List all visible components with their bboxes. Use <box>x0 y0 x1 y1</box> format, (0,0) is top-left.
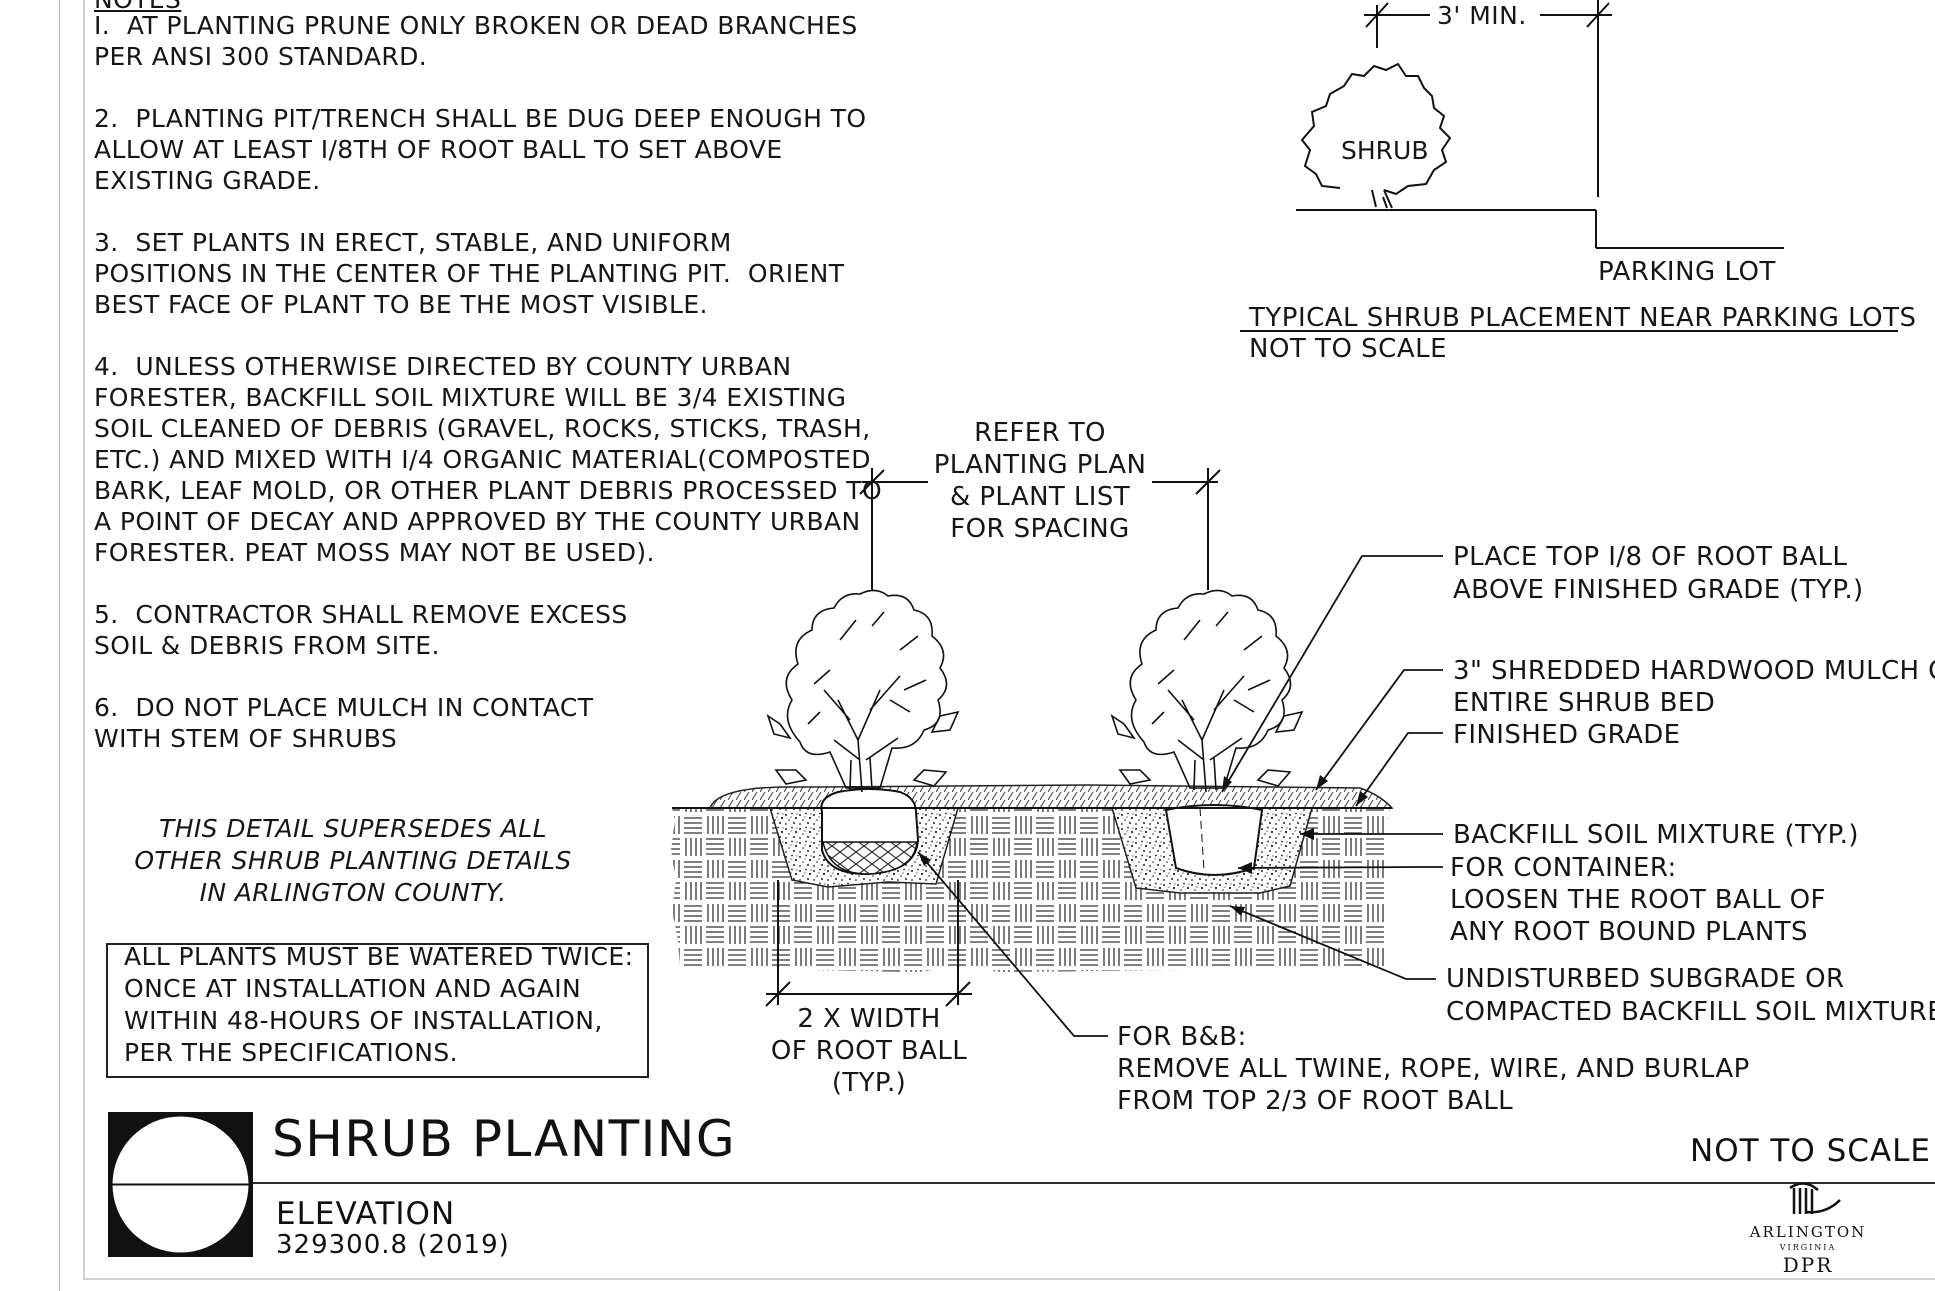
spacing-note: REFER TO PLANTING PLAN & PLANT LIST FOR … <box>933 418 1147 544</box>
supersedes-note: THIS DETAIL SUPERSEDES ALL OTHER SHRUB P… <box>134 814 572 907</box>
spacing-dimension <box>859 468 1221 590</box>
logo-name: ARLINGTON <box>1749 1223 1867 1241</box>
general-notes: I. AT PLANTING PRUNE ONLY BROKEN OR DEAD… <box>94 11 883 753</box>
shrub-outline-plan <box>1300 62 1452 196</box>
drawing-view: ELEVATION <box>276 1196 456 1232</box>
title-block <box>108 1112 1935 1257</box>
shrub-right <box>1110 589 1304 793</box>
bb-note: FOR B&B: REMOVE ALL TWINE, ROPE, WIRE, A… <box>1117 1022 1750 1116</box>
shrub-label: SHRUB <box>1341 136 1429 165</box>
leader-arrowheads <box>918 775 1368 916</box>
parking-lot-label: PARKING LOT <box>1598 257 1776 287</box>
logo-dept: DPR <box>1782 1253 1834 1277</box>
drawing-scale: NOT TO SCALE <box>1690 1133 1931 1169</box>
backfill-note: BACKFILL SOIL MIXTURE (TYP.) <box>1453 820 1859 850</box>
root-ball-width-note: 2 X WIDTH OF ROOT BALL (TYP.) <box>770 1004 968 1098</box>
finished-grade-note: FINISHED GRADE <box>1453 720 1681 750</box>
width-dimension <box>765 880 972 1007</box>
watering-note: ALL PLANTS MUST BE WATERED TWICE: ONCE A… <box>124 942 634 1067</box>
container-note: FOR CONTAINER: LOOSEN THE ROOT BALL OF A… <box>1450 853 1826 947</box>
notes-header: NOTES <box>94 0 181 15</box>
sheet-edge <box>59 0 60 1291</box>
arlington-dpr-logo: ARLINGTON VIRGINIA DPR <box>1738 1183 1878 1278</box>
placement-detail <box>1240 0 1898 332</box>
callout-leaders <box>917 555 1443 1037</box>
placement-title: TYPICAL SHRUB PLACEMENT NEAR PARKING LOT… <box>1248 303 1917 333</box>
mulch-note: 3" SHREDDED HARDWOOD MULCH OVER ENTIRE S… <box>1453 656 1935 718</box>
soil-section <box>671 784 1394 972</box>
top-root-ball-note: PLACE TOP I/8 OF ROOT BALL ABOVE FINISHE… <box>1453 542 1864 605</box>
logo-state: VIRGINIA <box>1779 1243 1837 1252</box>
placement-scale: NOT TO SCALE <box>1249 334 1447 364</box>
watering-note-box <box>106 943 649 1078</box>
subgrade-note: UNDISTURBED SUBGRADE OR COMPACTED BACKFI… <box>1446 964 1935 1027</box>
sheet-frame <box>83 0 1935 1280</box>
min-distance-dimension: 3' MIN. <box>1437 1 1527 30</box>
drawing-code: 329300.8 (2019) <box>276 1230 510 1260</box>
shrub-left <box>766 589 960 793</box>
arlington-logo-mark <box>1789 1182 1841 1214</box>
drawing-title: SHRUB PLANTING <box>272 1110 737 1168</box>
